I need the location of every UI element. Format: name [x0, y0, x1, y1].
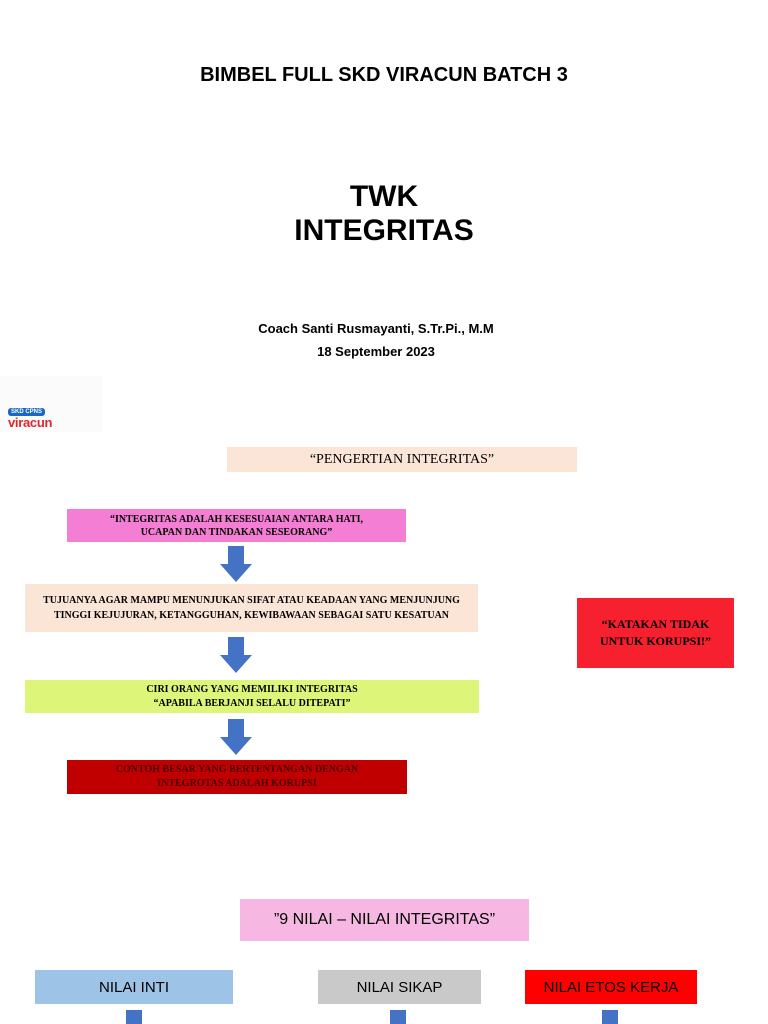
slogan-line-1: “KATAKAN TIDAK	[601, 617, 710, 631]
ciri-line-2: “APABILA BERJANJI SELALU DITEPATI”	[153, 697, 351, 709]
tujuan-box: TUJUANYA AGAR MAMPU MENUNJUKAN SIFAT ATA…	[25, 584, 478, 632]
slogan-box: “KATAKAN TIDAK UNTUK KORUPSI!”	[577, 598, 734, 668]
contoh-line-2: INTEGROTAS ADALAH KORUPSI	[157, 778, 317, 789]
presentation-date: 18 September 2023	[317, 344, 435, 359]
logo-wordmark: viracun	[8, 415, 53, 430]
contoh-line-1: CONTOH BESAR YANG BERTENTANGAN DENGAN	[115, 764, 359, 775]
coach-name: Coach Santi Rusmayanti, S.Tr.Pi., M.M	[258, 321, 494, 336]
title-line-1: TWK	[349, 180, 419, 213]
main-title: TWK INTEGRITAS	[0, 180, 768, 248]
down-arrow-icon	[220, 637, 252, 673]
nilai-etos-kerja-box: NILAI ETOS KERJA	[525, 970, 697, 1004]
down-arrow-icon	[602, 1010, 618, 1024]
title-line-2: INTEGRITAS	[294, 214, 474, 247]
slogan-line-2: UNTUK KORUPSI!”	[599, 634, 711, 648]
viracun-logo: SKD CPNS viracun	[0, 376, 102, 432]
nilai-inti-box: NILAI INTI	[35, 970, 233, 1004]
logo-badge: SKD CPNS	[8, 408, 46, 416]
batch-title: BIMBEL FULL SKD VIRACUN BATCH 3	[200, 64, 568, 86]
contoh-box: CONTOH BESAR YANG BERTENTANGAN DENGAN IN…	[67, 760, 407, 794]
definition-line-1: “INTEGRITAS ADALAH KESESUAIAN ANTARA HAT…	[109, 513, 364, 525]
nilai-integritas-title: ”9 NILAI – NILAI INTEGRITAS”	[240, 899, 529, 941]
down-arrow-icon	[390, 1010, 406, 1024]
ciri-box: CIRI ORANG YANG MEMILIKI INTEGRITAS “APA…	[25, 680, 479, 713]
ciri-line-1: CIRI ORANG YANG MEMILIKI INTEGRITAS	[146, 683, 358, 695]
definition-box: “INTEGRITAS ADALAH KESESUAIAN ANTARA HAT…	[67, 509, 406, 542]
nilai-sikap-box: NILAI SIKAP	[318, 970, 481, 1004]
down-arrow-icon	[126, 1010, 142, 1024]
down-arrow-icon	[220, 546, 252, 582]
pengertian-title: “PENGERTIAN INTEGRITAS”	[227, 447, 577, 472]
definition-line-2: UCAPAN DAN TINDAKAN SESEORANG”	[140, 526, 333, 538]
down-arrow-icon	[220, 719, 252, 755]
